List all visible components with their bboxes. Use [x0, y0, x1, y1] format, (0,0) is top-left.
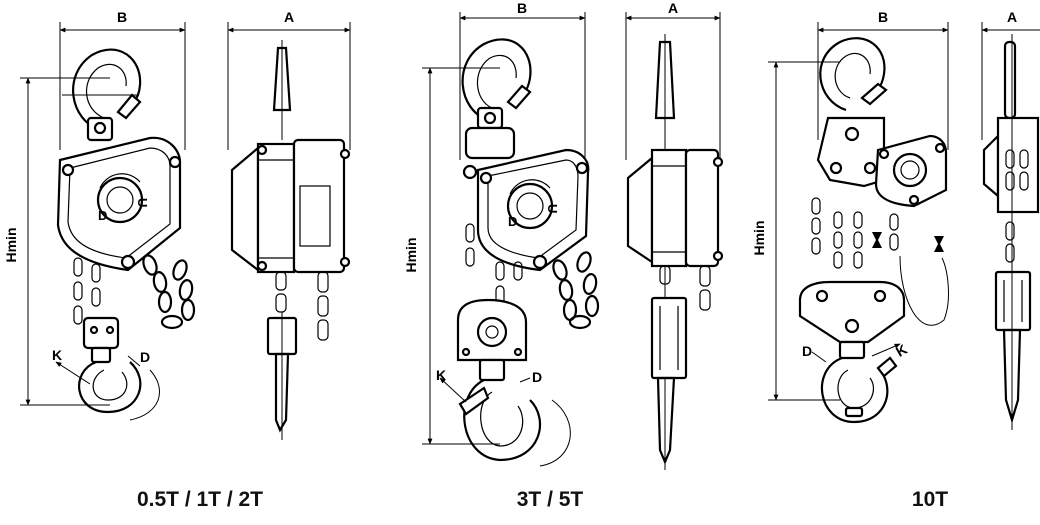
dim-a-label-3: A — [1007, 9, 1017, 25]
dim-d-label-3: D — [802, 343, 812, 359]
caption-group-3: 10T — [911, 488, 949, 511]
hoist-1-side-view: A — [227, 9, 351, 440]
up-marker: U — [135, 198, 150, 207]
caption-group-1: 0.5T / 1T / 2T — [136, 488, 264, 511]
dim-a-label-2: A — [668, 0, 678, 16]
dim-b-label-3: B — [878, 9, 888, 25]
dim-d-label-1: D — [140, 349, 150, 365]
down-marker: D — [98, 208, 107, 223]
dim-a-label-1: A — [284, 9, 294, 25]
dim-k-label-2: K — [436, 367, 446, 383]
dim-b-label: B — [117, 9, 127, 25]
hoist-2-side-view: A — [625, 0, 724, 470]
hoist-1-front-view: B Hmin D U — [3, 9, 196, 421]
dim-d-label-2: D — [532, 369, 542, 385]
dim-k-label-1: K — [52, 347, 62, 363]
dim-k-label-3: K — [893, 341, 910, 360]
up-marker-2: U — [545, 204, 560, 213]
dim-hmin-label-2: Hmin — [403, 238, 419, 273]
hoist-3-side-view: A — [981, 9, 1040, 430]
hoist-2-front-view: B Hmin D U — [403, 0, 600, 467]
hoist-3-front-view: B Hmin — [751, 9, 949, 424]
dim-hmin-label: Hmin — [3, 228, 19, 263]
dim-hmin-label-3: Hmin — [751, 221, 767, 256]
caption-group-2: 3T / 5T — [516, 488, 584, 511]
dim-b-label-2: B — [517, 0, 527, 16]
down-marker-2: D — [508, 214, 517, 229]
